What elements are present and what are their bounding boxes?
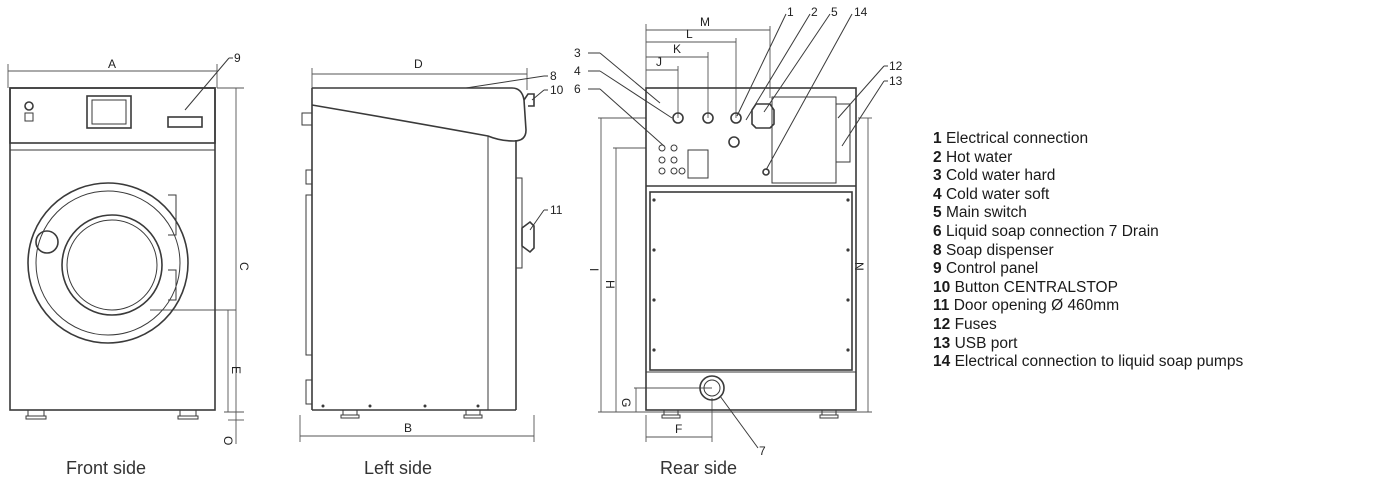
callout-11: 11: [550, 203, 563, 217]
legend-item: 3 Cold water hard: [933, 167, 1056, 185]
rear-dim-n: N: [852, 262, 866, 271]
rear-dim-g: G: [619, 398, 633, 407]
legend-item: 12 Fuses: [933, 315, 997, 333]
callout-9: 9: [234, 51, 241, 65]
callout-13: 13: [889, 74, 903, 88]
legend-item: 13 USB port: [933, 334, 1018, 352]
rear-dim-l: L: [686, 27, 693, 41]
front-dim-c: C: [237, 262, 251, 271]
callout-2: 2: [811, 5, 818, 19]
callout-7: 7: [759, 444, 766, 458]
callout-10: 10: [550, 83, 564, 97]
callout-6: 6: [574, 82, 581, 96]
rear-dim-i: I: [587, 268, 601, 271]
rear-dim-h: H: [603, 280, 617, 289]
front-view: A C E O: [7, 51, 251, 478]
callout-12: 12: [889, 59, 903, 73]
legend-item: 4 Cold water soft: [933, 185, 1050, 203]
left-dim-b: B: [404, 421, 412, 435]
callout-5: 5: [831, 5, 838, 19]
legend-item: 8 Soap dispenser: [933, 241, 1054, 259]
legend: 1 Electrical connection 2 Hot water 3 Co…: [933, 130, 1243, 372]
callout-3: 3: [574, 46, 581, 60]
callout-4: 4: [574, 64, 581, 78]
callout-8: 8: [550, 69, 557, 83]
legend-item: 2 Hot water: [933, 148, 1013, 166]
left-dim-d: D: [414, 57, 423, 71]
callout-1: 1: [787, 5, 794, 19]
legend-item: 11 Door opening Ø 460mm: [933, 297, 1120, 315]
rear-dim-j: J: [656, 55, 662, 69]
legend-item: 10 Button CENTRALSTOP: [933, 278, 1118, 296]
legend-item: 6 Liquid soap connection 7 Drain: [933, 222, 1159, 240]
left-side-caption: Left side: [364, 458, 432, 478]
legend-item: 14 Electrical connection to liquid soap …: [933, 353, 1244, 371]
front-side-caption: Front side: [66, 458, 146, 478]
front-dim-e: E: [229, 366, 243, 374]
front-dim-o: O: [221, 436, 235, 445]
rear-dim-k: K: [673, 42, 681, 56]
rear-view: M L K J I H N G F: [574, 5, 903, 478]
legend-item: 9 Control panel: [933, 260, 1039, 278]
legend-item: 1 Electrical connection: [933, 130, 1089, 147]
callout-14: 14: [854, 5, 868, 19]
rear-dim-m: M: [700, 15, 710, 29]
legend-item: 5 Main switch: [933, 204, 1027, 222]
rear-dim-f: F: [675, 422, 682, 436]
front-dim-a: A: [108, 57, 116, 71]
rear-side-caption: Rear side: [660, 458, 737, 478]
left-view: D B 8 1: [299, 57, 564, 478]
